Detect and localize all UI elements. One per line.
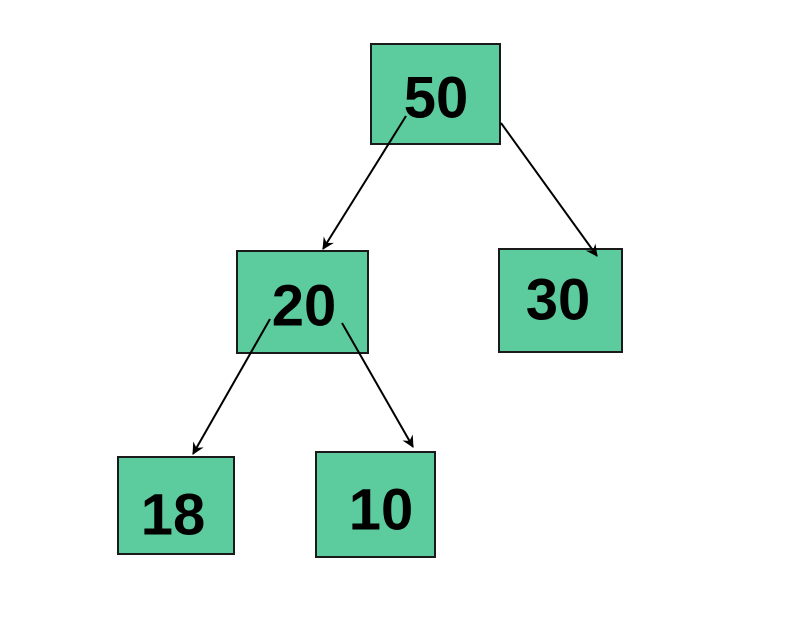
node-10-box [315, 451, 436, 558]
node-10-label: 10 [349, 478, 414, 543]
nodes-layer: 50 20 30 18 10 [117, 43, 623, 558]
node-50-label: 50 [404, 66, 469, 131]
node-50-box [370, 43, 501, 145]
node-18-label: 18 [141, 483, 206, 548]
edge-50-to-20 [322, 115, 407, 250]
node-30-box [498, 248, 623, 353]
node-18-box [117, 456, 235, 555]
node-20-label: 20 [272, 274, 337, 339]
node-20-box [236, 250, 369, 354]
edge-50-to-30 [500, 122, 598, 257]
node-30-label: 30 [526, 268, 591, 333]
edges-layer [192, 115, 598, 455]
edge-20-to-10 [341, 322, 414, 448]
edge-20-to-18 [192, 318, 271, 455]
